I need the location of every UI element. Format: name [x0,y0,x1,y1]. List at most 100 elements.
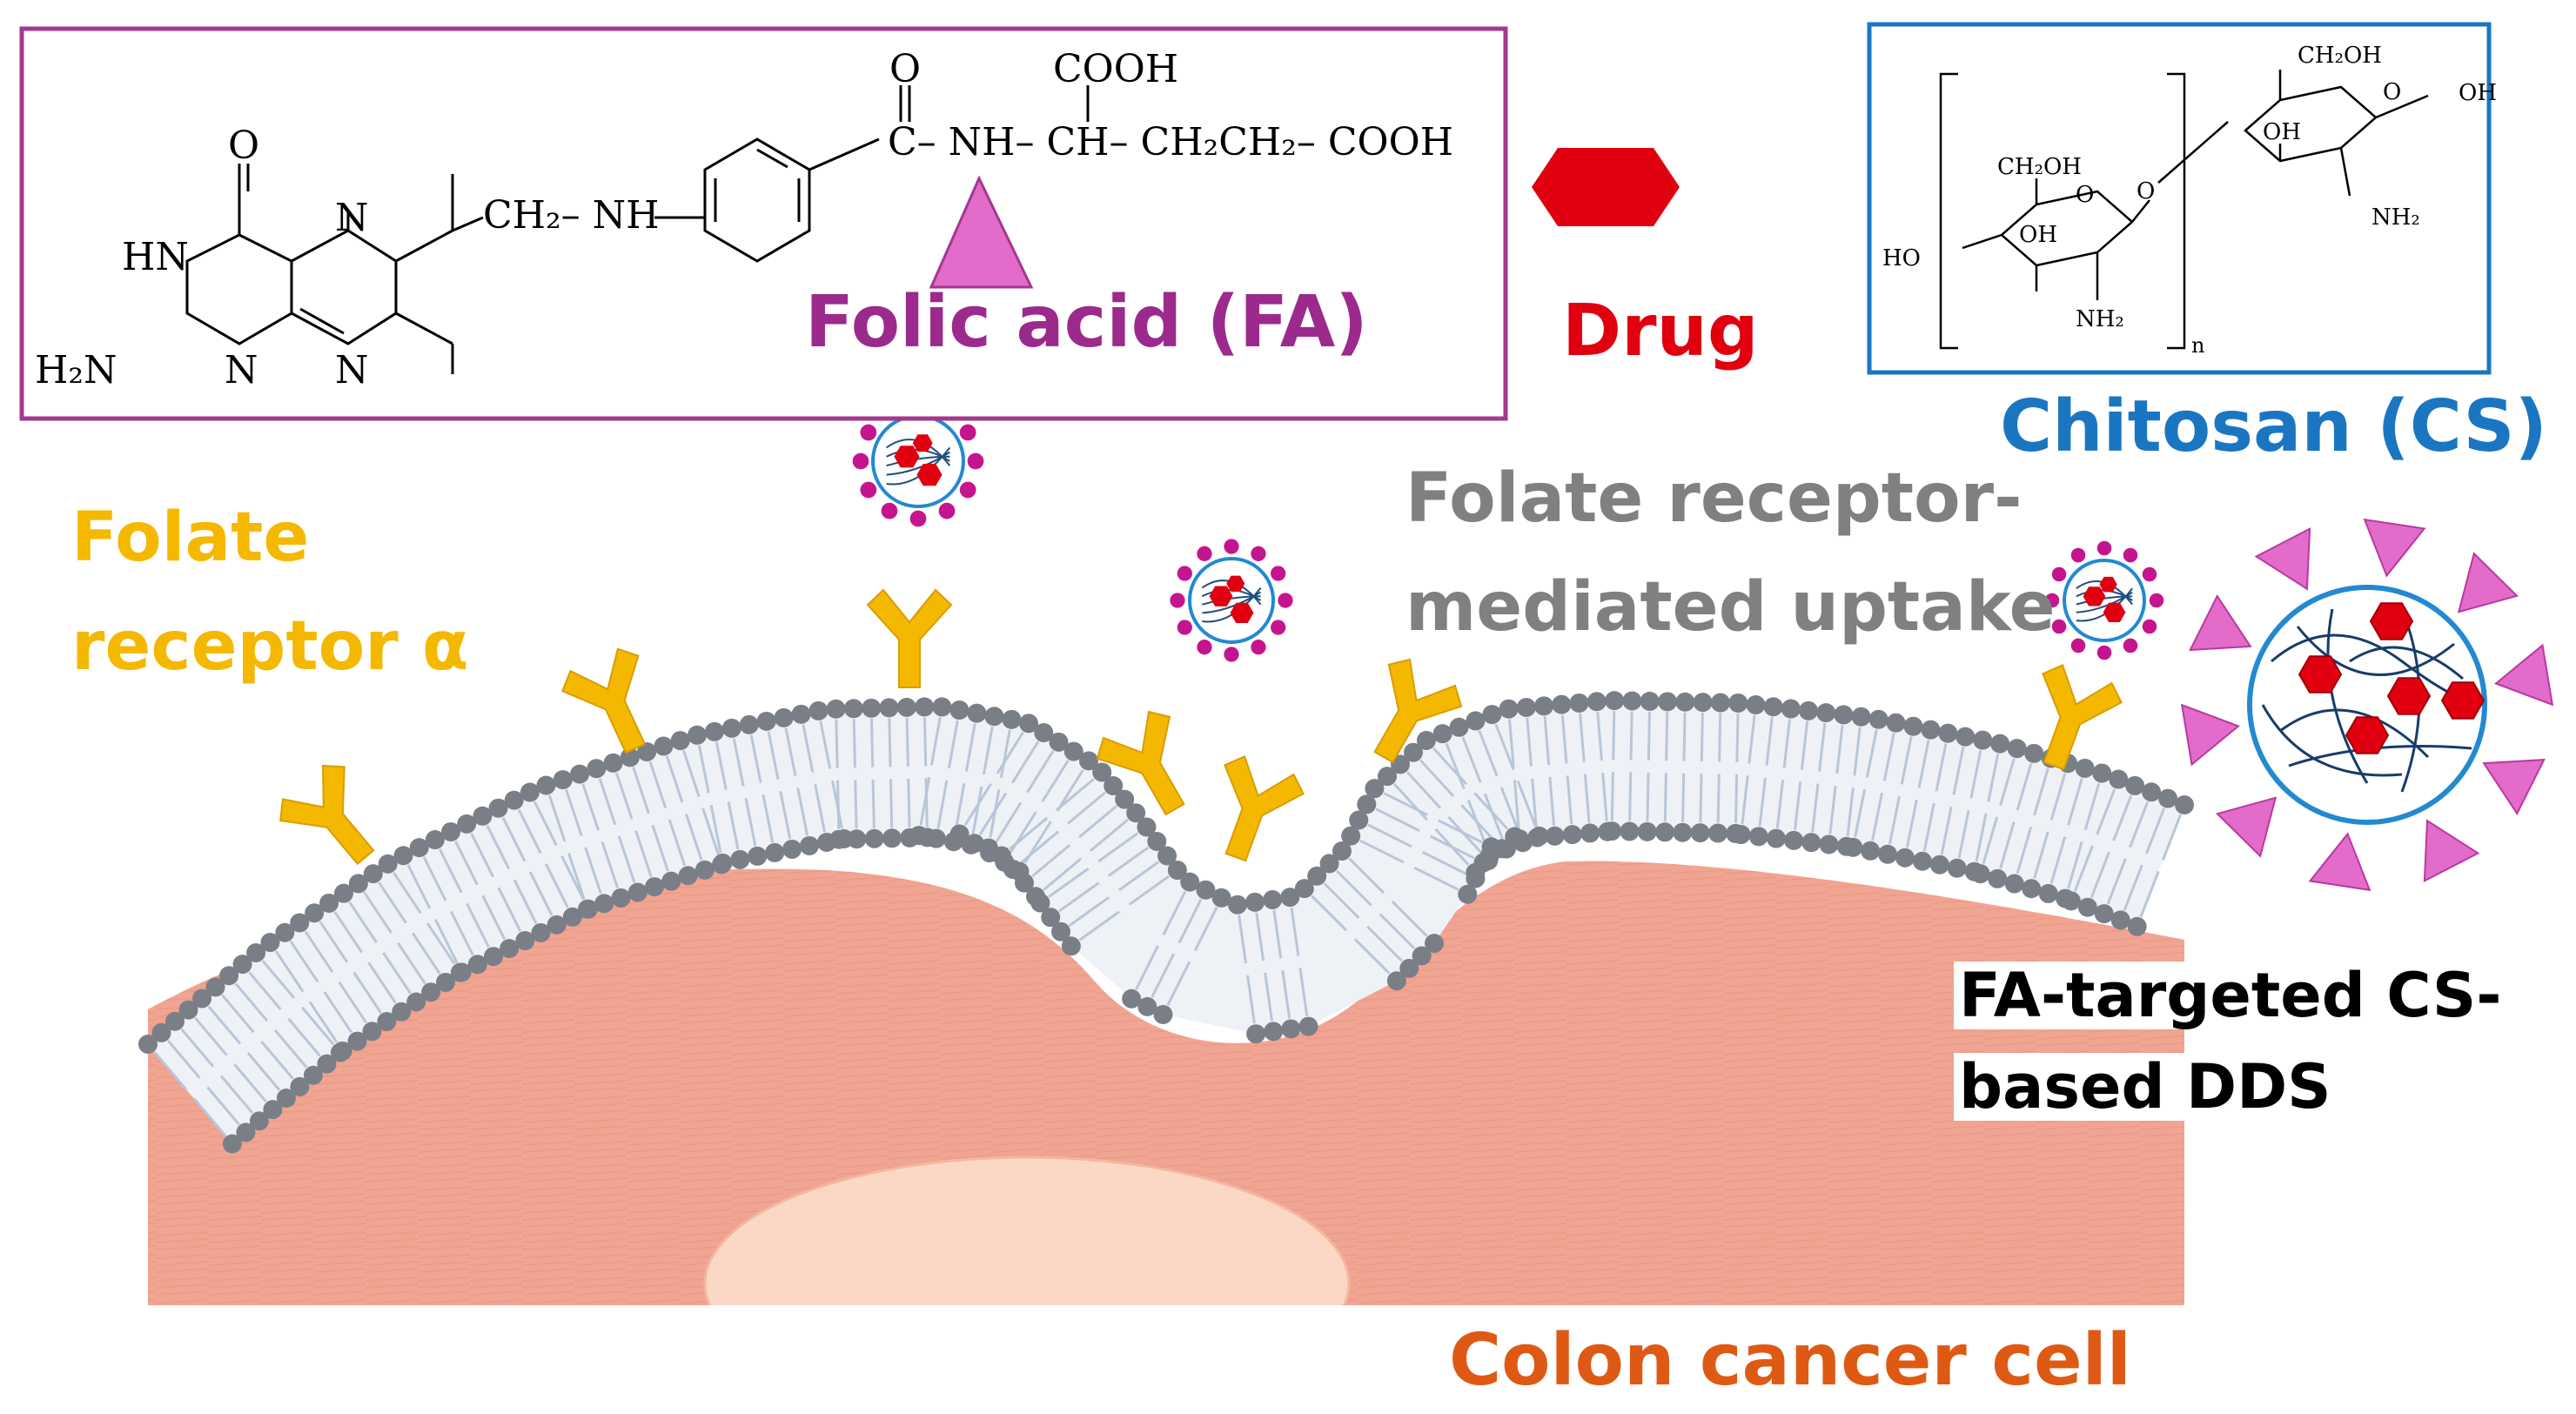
lipid-head-inner [800,835,820,855]
ligand-dot [1251,640,1266,655]
drug-hexagon-icon [2298,655,2343,694]
lipid-head-inner [303,1065,323,1085]
lipid-head-outer [1693,693,1713,713]
lipid-tail-inner [1854,788,1867,838]
lipid-tail-inner [779,790,792,840]
lipid-head-inner [1298,1016,1318,1036]
lipid-tail-outer [1461,736,1482,783]
lipid-tail-outer [234,982,269,1022]
lipid-head-outer [2024,743,2044,763]
lipid-tail-outer [533,801,558,847]
lipid-head-outer [333,883,353,903]
lipid-head-outer [1622,691,1642,711]
lipid-head-outer [260,933,280,953]
folate-receptor-icon [561,647,647,754]
lipid-tail-outer [964,723,976,772]
lipid-head-inner [1620,821,1640,841]
dds-label-line1: FA-targeted CS- [1954,962,2507,1029]
lipid-tail-outer [819,720,832,769]
lipid-head-outer [1569,693,1589,713]
lipid-head-inner [748,846,768,866]
lipid-tail-outer [1865,729,1878,778]
lipid-head-outer [1002,709,1022,729]
lipid-tail-outer [1117,861,1160,892]
lipid-tail-inner [206,1086,240,1126]
folate-receptor-icon [2042,664,2123,771]
lipid-head-outer [949,700,969,720]
lipid-head-inner [236,1122,256,1143]
lipid-head-outer [246,943,266,963]
lipid-tail-inner [1566,775,1573,825]
lipid-tail-outer [982,726,994,775]
lipid-tail-inner [528,871,553,916]
chitosan-chain-strand [2279,708,2430,759]
lipid-tail-inner [1531,778,1538,828]
folic-acid-label: Folic acid (FA) [805,281,1368,364]
lipid-head-outer [1903,716,1923,736]
lipid-tail-outer [274,950,305,993]
lipid-tail-outer [289,940,319,983]
lipid-tail-outer [1162,890,1187,936]
cs-ring-o-b: O [2383,79,2401,105]
lipid-tail-outer [1128,875,1171,906]
cs-ch2oh-a: CH₂OH [1997,154,2082,180]
lipid-tail-inner [1940,806,1953,855]
lipid-tail-inner [1846,787,1855,836]
lipid-tail-outer [333,911,364,954]
lipid-head-inner [1510,829,1530,849]
lipid-head-inner [1003,860,1023,880]
lipid-head-inner [1878,844,1898,864]
lipid-head-outer [520,782,540,802]
chitosan-bonds [1939,70,2429,350]
lipid-tail-inner [1975,813,1988,862]
drug-dot [916,463,943,486]
lipid-tail-outer [1367,823,1412,848]
folate-receptor-icon [1096,710,1185,816]
ligand-dot [2044,593,2060,608]
lipid-head-outer [1868,709,1888,729]
lipid-tail-inner [709,804,722,854]
receptor-shape [2042,664,2123,771]
lipid-head-inner [1580,823,1600,843]
lipid-head-inner [1602,821,1622,841]
lipid-tail-inner [2049,836,2067,884]
lipid-tail-outer [1078,805,1117,839]
cell-membrane [138,691,2194,1154]
lipid-head-inner [1466,862,1486,882]
lipid-tail-outer [1348,857,1385,895]
lipid-tail-outer [2083,782,2101,831]
ligand-dot [2142,619,2157,634]
lipid-head-outer [553,770,573,790]
folate-ligand-triangle-icon [2189,594,2252,652]
lipid-tail-inner [246,1052,281,1091]
lipid-tail-inner [426,922,456,965]
lipid-tail-inner [1583,774,1591,823]
lipid-tail-outer [221,994,255,1034]
lipid-tail-inner [352,971,382,1014]
lipid-head-inner [1412,946,1432,966]
lipid-head-inner [1929,854,1949,875]
lipid-head-outer [688,725,708,745]
lipid-head-inner [678,866,698,886]
lipid-head-outer [1280,888,1300,908]
lipid-head-outer [2075,758,2095,778]
lipid-head-inner [1637,821,1657,841]
lipid-tail-outer [1596,712,1603,761]
dds-folate-ligands [2180,518,2554,892]
lipid-tail-outer [517,808,542,854]
lipid-tail-outer [802,724,815,773]
cs-ch2oh-b: CH₂OH [2298,43,2382,69]
lipid-head-outer [915,697,935,717]
lipid-head-inner [2110,910,2130,930]
lipid-head-outer [1851,707,1871,727]
ligand-dot [1177,566,1192,581]
lipid-tail-inner [2090,851,2110,899]
fa-targeted-dds-enlarged [2180,518,2554,892]
lipid-head-inner [782,839,802,859]
lipid-tail-outer [304,930,334,973]
lipid-head-inner [1264,1022,1284,1042]
lipid-tail-outer [2033,767,2049,816]
fa-atom-amide-o: O [889,47,921,91]
drug-hexagon-icon [2369,602,2414,640]
